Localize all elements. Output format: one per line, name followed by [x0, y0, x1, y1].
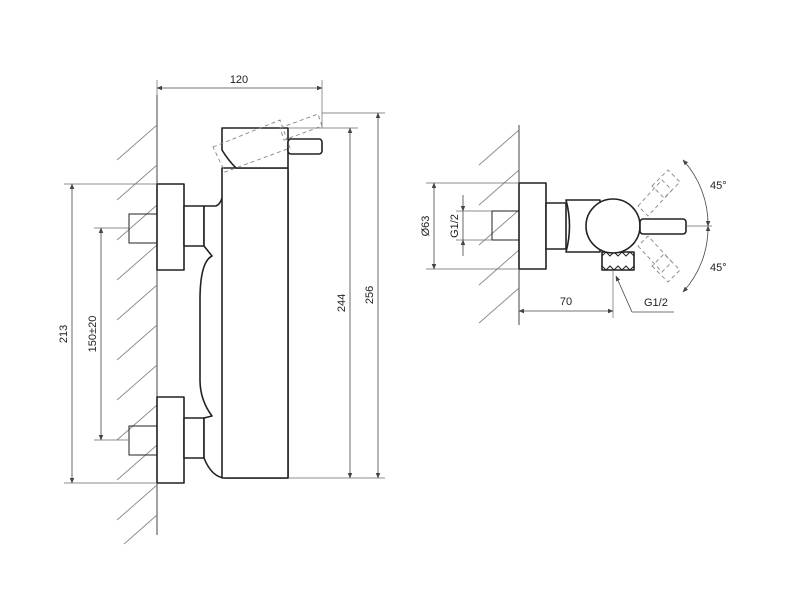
side-lever-handle [639, 218, 687, 235]
lower-nut [183, 417, 205, 459]
lever-cartridge [221, 127, 289, 169]
dimension-inlet-spacing: 150±20 [87, 227, 129, 441]
lever-rotated-outline [212, 113, 323, 173]
total-height-dimension-label: 256 [364, 286, 376, 304]
inlet-thread-dimension-label: G1/2 [449, 214, 461, 238]
lower-angle-label: 45° [710, 262, 727, 274]
dimension-body-height: 244 [288, 127, 385, 479]
mixer-body [221, 167, 289, 479]
outlet-thread-dimension-label: G1/2 [644, 297, 668, 309]
side-view: 45° 45° Ø63 G1/2 70 G1/2 [420, 125, 727, 325]
side-outlet-thread [601, 251, 635, 271]
side-lever-rotated-outlines [637, 169, 681, 283]
dimension-total-height: 256 [322, 112, 385, 479]
dimension-outlet-height: 213 [58, 183, 157, 484]
diameter-dimension-label: Ø63 [420, 216, 432, 237]
upper-inlet-pipe [128, 213, 158, 244]
lever-handle [287, 138, 323, 155]
side-inlet-pipe [491, 210, 520, 241]
dimension-width: 120 [156, 74, 323, 128]
dimension-diameter: Ø63 [420, 182, 519, 270]
lower-flange [156, 396, 185, 484]
inlet-spacing-dimension-label: 150±20 [87, 316, 99, 353]
front-wall-hatching [116, 95, 158, 545]
depth-dimension-label: 70 [560, 296, 572, 308]
upper-flange [156, 183, 185, 271]
body-height-dimension-label: 244 [336, 294, 348, 312]
dimension-depth: 70 [518, 270, 614, 318]
dimension-inlet-thread: G1/2 [449, 195, 492, 256]
side-flange [518, 182, 547, 270]
width-dimension-label: 120 [230, 74, 248, 86]
upper-angle-label: 45° [710, 180, 727, 192]
outlet-height-dimension-label: 213 [58, 325, 70, 343]
cartridge-circle [585, 198, 641, 254]
front-view: 120 244 256 213 150±20 [58, 74, 385, 545]
lower-inlet-pipe [128, 425, 158, 456]
upper-nut [183, 205, 205, 247]
angle-arcs [682, 159, 712, 293]
side-wall-hatching [478, 125, 520, 325]
side-nut [545, 202, 567, 250]
outlet-thread-leader: G1/2 [615, 275, 674, 313]
